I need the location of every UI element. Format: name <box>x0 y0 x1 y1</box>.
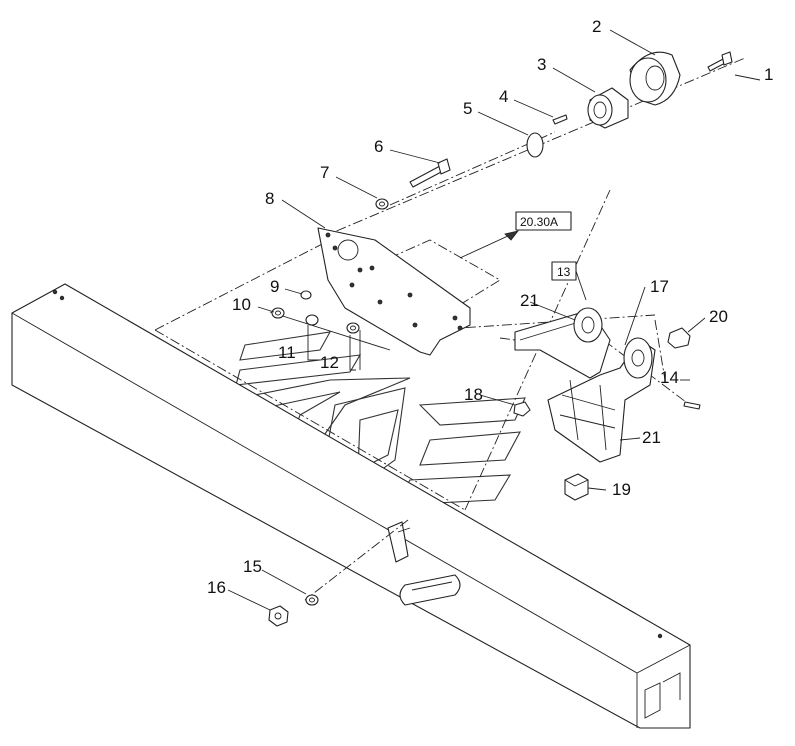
callout-19: 19 <box>612 480 631 499</box>
callout-17: 17 <box>650 277 669 296</box>
callout-15: 15 <box>243 557 262 576</box>
bolt-part-1 <box>707 51 733 72</box>
callout-9: 9 <box>270 277 279 296</box>
callout-7: 7 <box>320 163 329 182</box>
section-reference-box: 20.30A <box>459 211 572 259</box>
callout-16: 16 <box>207 578 226 597</box>
callout-8: 8 <box>265 189 274 208</box>
callout-labels: 1 2 3 4 5 6 7 8 9 10 11 12 14 15 16 17 1… <box>207 17 773 597</box>
section-ref-text: 20.30A <box>520 215 558 229</box>
callout-18: 18 <box>464 385 483 404</box>
bracket-part-8 <box>317 227 471 356</box>
housing-part-2 <box>629 51 681 106</box>
connector-part-3 <box>587 87 629 129</box>
bolt-part-14 <box>683 401 701 410</box>
callout-11: 11 <box>278 343 296 362</box>
callout-21-upper: 21 <box>520 291 539 310</box>
callout-2: 2 <box>592 17 601 36</box>
callout-20: 20 <box>709 307 728 326</box>
callout-21-lower: 21 <box>642 428 661 447</box>
callout-6: 6 <box>374 137 383 156</box>
callout-14: 14 <box>660 368 679 387</box>
callout-3: 3 <box>537 55 546 74</box>
callout-1: 1 <box>764 65 773 84</box>
callout-4: 4 <box>499 87 508 106</box>
callout-5: 5 <box>463 99 472 118</box>
nut-part-16 <box>268 605 289 627</box>
snap-ring-part-5 <box>526 132 544 158</box>
bolt-part-6 <box>409 158 451 188</box>
fasteners-parts-9-12 <box>271 290 360 334</box>
item-13-box: 13 <box>551 261 587 301</box>
bolt-part-20 <box>667 327 691 349</box>
washer-part-15 <box>305 594 319 606</box>
nut-part-19 <box>564 473 589 501</box>
pin-part-4 <box>552 114 568 125</box>
callout-12: 12 <box>320 353 339 372</box>
main-frame-beam <box>11 283 691 729</box>
leader-lines <box>227 29 761 611</box>
item-13-text: 13 <box>557 265 571 279</box>
nut-part-18 <box>513 401 531 417</box>
callout-10: 10 <box>232 295 251 314</box>
washer-part-7 <box>375 198 389 210</box>
hitch-bracket-part-21 <box>514 307 656 463</box>
